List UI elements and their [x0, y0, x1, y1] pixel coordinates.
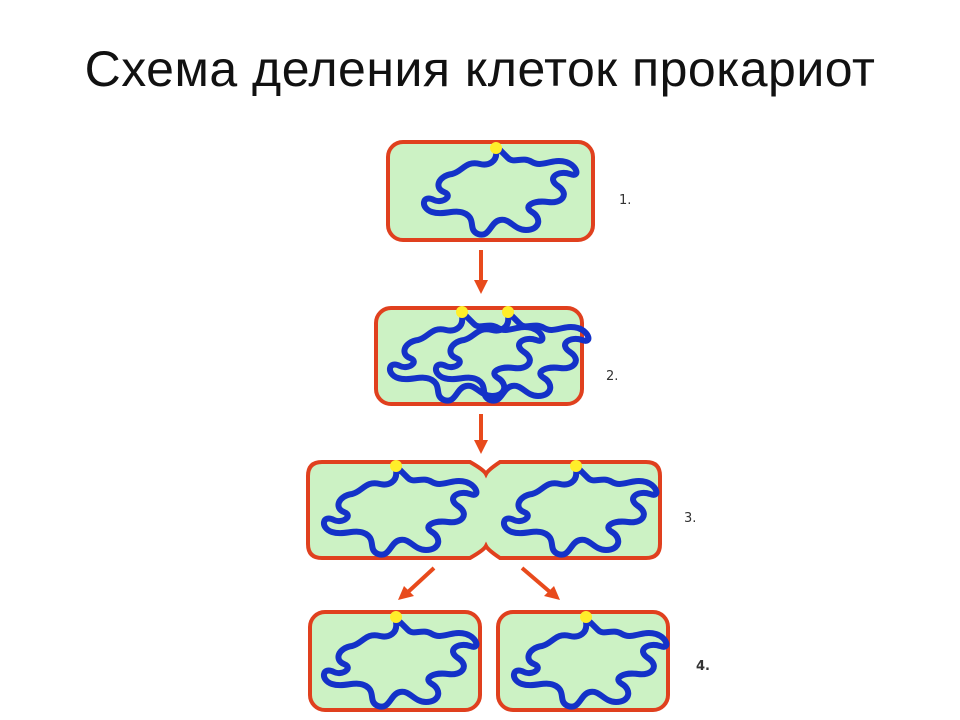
- arrow-down-2: [474, 414, 488, 454]
- mesosome-point: [580, 611, 592, 623]
- mesosome-point: [490, 142, 502, 154]
- page-title: Схема деления клеток прокариот: [84, 41, 876, 97]
- step-label-4: 4.: [696, 659, 710, 674]
- daughter-cell-left: [308, 610, 482, 712]
- mesosome-point: [390, 611, 402, 623]
- step-label-1: 1.: [619, 193, 631, 208]
- step-label-3: 3.: [684, 511, 696, 526]
- step-label-2: 2.: [606, 369, 618, 384]
- mesosome-point: [390, 460, 402, 472]
- arrow-diagonal-left: [398, 566, 436, 600]
- mesosome-point: [570, 460, 582, 472]
- cell-stage-2: [374, 306, 588, 406]
- cell-membrane: [306, 460, 662, 560]
- cell-stage-1: [386, 140, 595, 242]
- mesosome-point: [456, 306, 468, 318]
- arrow-down-1: [474, 250, 488, 294]
- arrow-diagonal-right: [520, 566, 560, 600]
- cell-stage-3: [306, 460, 662, 560]
- mesosome-point: [502, 306, 514, 318]
- daughter-cell-right: [496, 610, 670, 712]
